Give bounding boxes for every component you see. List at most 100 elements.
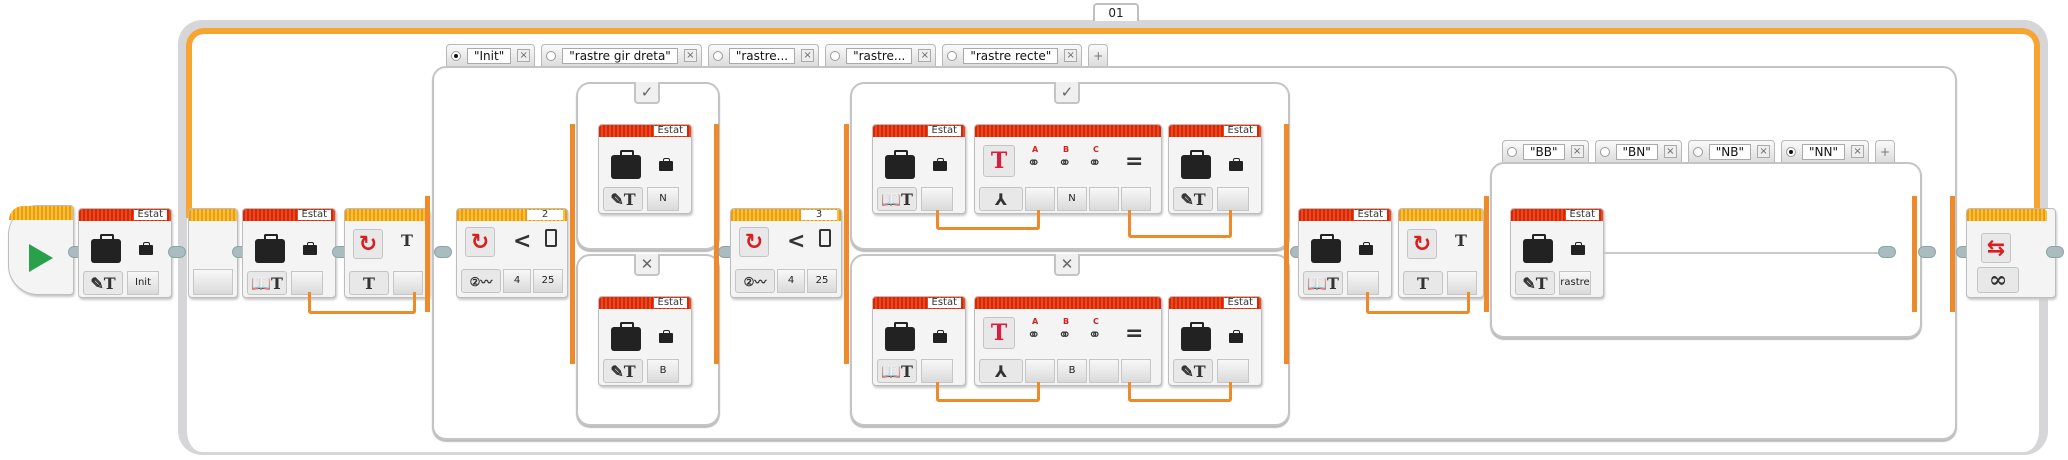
input-c[interactable]: [1089, 187, 1119, 211]
case-radio[interactable]: [1599, 146, 1610, 157]
case-radio[interactable]: [1692, 146, 1703, 157]
output-slot[interactable]: [1347, 271, 1379, 295]
close-icon[interactable]: ×: [918, 49, 932, 62]
text-icon[interactable]: T: [349, 271, 389, 295]
variable-write-block-rastre[interactable]: Estat ✎T rastre: [1510, 208, 1604, 298]
output-slot[interactable]: [921, 187, 953, 211]
add-case-button[interactable]: +: [1875, 140, 1896, 162]
case-tab[interactable]: "rastre... ×: [825, 44, 937, 66]
variable-name[interactable]: Estat: [1353, 210, 1387, 220]
case-label[interactable]: "rastre gir dreta": [562, 47, 678, 64]
close-icon[interactable]: ×: [1851, 145, 1865, 158]
close-icon[interactable]: ×: [1663, 145, 1677, 158]
value-input[interactable]: [1217, 359, 1249, 383]
merge-mode-icon[interactable]: ⅄: [979, 187, 1023, 211]
book-text-icon[interactable]: 📖T: [877, 187, 917, 211]
switch-sensor-block-2[interactable]: 3 ↻ < ②〰 4 25: [730, 208, 842, 298]
variable-name[interactable]: Estat: [1565, 210, 1599, 220]
variable-name[interactable]: Estat: [1223, 298, 1257, 308]
variable-name[interactable]: Estat: [653, 298, 687, 308]
sequence-plug[interactable]: [2046, 246, 2064, 258]
pencil-text-icon[interactable]: ✎T: [1515, 271, 1555, 295]
case-label[interactable]: "BB": [1523, 143, 1565, 160]
case-label[interactable]: "rastre...: [728, 47, 796, 64]
case-label[interactable]: "BN": [1615, 143, 1658, 160]
variable-read-block[interactable]: Estat 📖T: [872, 124, 966, 214]
merge-mode-icon[interactable]: ⅄: [979, 359, 1023, 383]
case-tab[interactable]: "NN" ×: [1781, 140, 1870, 162]
case-radio[interactable]: [830, 50, 841, 61]
port-label[interactable]: 2: [527, 210, 563, 220]
value-input[interactable]: B: [647, 359, 679, 383]
pencil-text-icon[interactable]: ✎T: [83, 271, 123, 295]
variable-read-block[interactable]: Estat 📖T: [872, 296, 966, 386]
case-label[interactable]: "rastre recte": [963, 47, 1059, 64]
threshold-input[interactable]: 25: [807, 269, 837, 293]
book-text-icon[interactable]: 📖T: [1303, 271, 1343, 295]
close-icon[interactable]: ×: [1570, 145, 1584, 158]
output-slot[interactable]: [921, 359, 953, 383]
switch-text-block-inner[interactable]: ↻ T T: [1398, 208, 1484, 298]
output-slot[interactable]: [291, 271, 323, 295]
loop-name-label[interactable]: 01: [1093, 3, 1139, 21]
port-mode-icon[interactable]: ②〰: [461, 269, 501, 293]
close-icon[interactable]: ×: [1757, 145, 1771, 158]
start-block[interactable]: [8, 205, 74, 295]
case-radio[interactable]: [712, 50, 723, 61]
input-b[interactable]: B: [1057, 359, 1087, 383]
case-tab[interactable]: "NB" ×: [1687, 140, 1776, 162]
input-b[interactable]: N: [1057, 187, 1087, 211]
case-tab[interactable]: "rastre...×: [707, 44, 820, 66]
pencil-text-icon[interactable]: ✎T: [603, 187, 643, 211]
case-radio[interactable]: [1786, 146, 1797, 157]
variable-write-block[interactable]: Estat ✎T: [1168, 124, 1262, 214]
case-radio[interactable]: [947, 50, 958, 61]
sequence-plug[interactable]: [1878, 246, 1896, 258]
cross-icon[interactable]: ✕: [634, 254, 660, 276]
sequence-plug[interactable]: [1918, 246, 1936, 258]
variable-name[interactable]: Estat: [297, 210, 331, 220]
switch-text-block[interactable]: ↻ T T: [344, 208, 430, 298]
variable-name[interactable]: Estat: [133, 210, 167, 220]
input-a[interactable]: [1025, 187, 1055, 211]
sequence-plug[interactable]: [168, 246, 186, 258]
loop-end-block[interactable]: ⇆ ∞: [1966, 208, 2056, 298]
variable-name[interactable]: Estat: [1223, 126, 1257, 136]
book-text-icon[interactable]: 📖T: [877, 359, 917, 383]
check-icon[interactable]: ✓: [1054, 82, 1080, 104]
infinity-icon[interactable]: ∞: [1977, 267, 2019, 293]
input-c[interactable]: [1089, 359, 1119, 383]
case-radio[interactable]: [451, 50, 461, 61]
variable-write-block-init[interactable]: Estat ✎T Init: [78, 208, 172, 298]
book-text-icon[interactable]: 📖T: [247, 271, 287, 295]
add-case-button[interactable]: +: [1088, 44, 1109, 66]
close-icon[interactable]: ×: [517, 49, 531, 62]
text-merge-block[interactable]: T A B C ⚭ ⚭ ⚭ = ⅄ B: [974, 296, 1162, 386]
check-icon[interactable]: ✓: [634, 82, 660, 104]
variable-write-block-b[interactable]: Estat ✎T B: [598, 296, 692, 386]
text-icon[interactable]: T: [1403, 271, 1443, 295]
case-label[interactable]: "NB": [1708, 143, 1752, 160]
switch-sensor-block-1[interactable]: 2 ↻ < ②〰 4 25: [456, 208, 568, 298]
case-tab[interactable]: "rastre gir dreta"×: [541, 44, 702, 66]
variable-name[interactable]: Estat: [927, 126, 961, 136]
cross-icon[interactable]: ✕: [1054, 254, 1080, 276]
case-tab[interactable]: "BN" ×: [1594, 140, 1682, 162]
port-mode-icon[interactable]: ②〰: [735, 269, 775, 293]
variable-name[interactable]: Estat: [927, 298, 961, 308]
value-input[interactable]: Init: [127, 271, 159, 295]
switch-input[interactable]: [393, 271, 423, 295]
compare-type-input[interactable]: 4: [777, 269, 805, 293]
case-label[interactable]: "NN": [1802, 143, 1846, 160]
value-input[interactable]: N: [647, 187, 679, 211]
result-output[interactable]: [1121, 187, 1151, 211]
close-icon[interactable]: ×: [1064, 49, 1078, 62]
value-input[interactable]: [1217, 187, 1249, 211]
case-label[interactable]: "rastre...: [846, 47, 913, 64]
loop-start-block[interactable]: [188, 208, 238, 298]
value-input[interactable]: rastre: [1559, 271, 1591, 295]
case-tab[interactable]: "Init"×: [446, 44, 536, 66]
pencil-text-icon[interactable]: ✎T: [603, 359, 643, 383]
sequence-plug[interactable]: [434, 246, 452, 258]
case-tab[interactable]: "rastre recte" ×: [942, 44, 1083, 66]
